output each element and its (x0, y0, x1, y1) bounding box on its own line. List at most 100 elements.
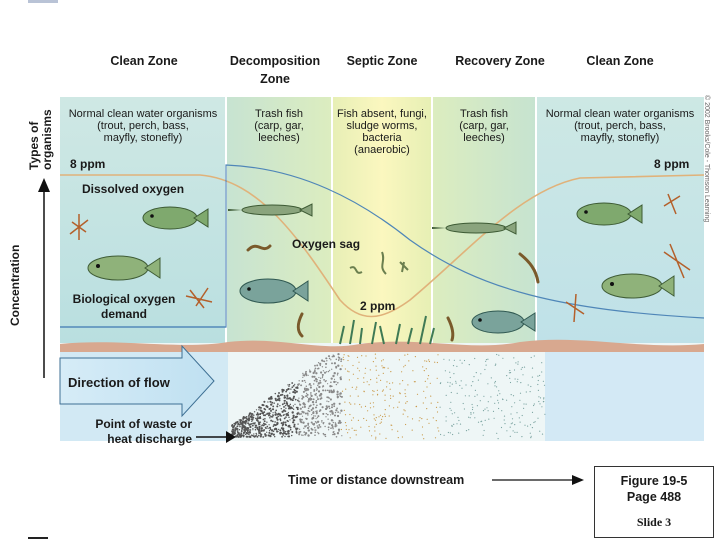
spray-dot (285, 416, 287, 418)
spray-dot (315, 415, 316, 416)
spray-dot (369, 384, 370, 385)
spray-dot (336, 425, 337, 426)
spray-dot (312, 407, 314, 409)
spray-dot (313, 376, 315, 378)
spray-dot (239, 434, 241, 436)
spray-dot (257, 416, 258, 417)
spray-dot (243, 425, 245, 427)
spray-dot (428, 423, 429, 424)
spray-dot (283, 389, 285, 391)
spray-dot (302, 435, 303, 436)
spray-dot (262, 412, 263, 413)
spray-dot (347, 432, 348, 433)
spray-dot (318, 377, 319, 378)
spray-dot (405, 365, 406, 366)
spray-dot (307, 375, 308, 376)
spray-dot (324, 372, 326, 374)
spray-dot (349, 414, 350, 415)
spray-dot (456, 366, 457, 367)
spray-dot (356, 387, 357, 388)
spray-dot (299, 429, 300, 430)
spray-dot (373, 414, 374, 415)
spray-dot (279, 432, 281, 434)
spray-dot (373, 361, 374, 362)
spray-dot (468, 417, 469, 418)
spray-dot (319, 403, 321, 405)
spray-dot (277, 416, 279, 418)
spray-dot (274, 421, 276, 423)
spray-dot (317, 398, 319, 400)
spray-dot (275, 410, 277, 412)
spray-dot (446, 395, 447, 396)
spray-dot (302, 403, 304, 405)
zone-decomposition-description: Trash fish (carp, gar, leeches) (226, 108, 332, 144)
spray-dot (298, 433, 300, 435)
spray-dot (450, 377, 451, 378)
spray-dot (241, 422, 243, 424)
desc-line: Trash fish (432, 108, 536, 120)
spray-dot (361, 406, 362, 407)
spray-dot (305, 371, 307, 373)
desc-line: (anaerobic) (330, 144, 434, 156)
spray-dot (328, 401, 329, 402)
spray-dot (537, 418, 538, 419)
spray-dot (277, 395, 279, 397)
spray-dot (277, 423, 279, 425)
spray-dot (526, 391, 527, 392)
spray-dot (321, 421, 322, 422)
spray-dot (245, 421, 247, 423)
spray-dot (250, 423, 251, 424)
spray-dot (539, 403, 540, 404)
spray-dot (274, 429, 275, 430)
spray-dot (521, 369, 522, 370)
spray-dot (423, 438, 424, 439)
spray-dot (266, 432, 267, 433)
spray-dot (299, 418, 301, 420)
spray-dot (283, 430, 284, 431)
spray-dot (440, 407, 441, 408)
spray-dot (543, 401, 544, 402)
spray-dot (293, 397, 295, 399)
spray-dot (376, 378, 377, 379)
spray-dot (363, 391, 364, 392)
spray-dot (312, 372, 314, 374)
spray-dot (370, 407, 371, 408)
spray-dot (282, 425, 283, 426)
spray-dot (257, 420, 259, 422)
spray-dot (313, 411, 315, 413)
spray-dot (389, 383, 390, 384)
spray-dot (375, 420, 376, 421)
spray-dot (511, 423, 512, 424)
spray-dot (365, 406, 366, 407)
spray-dot (287, 388, 289, 390)
spray-dot (249, 436, 251, 438)
spray-dot (313, 389, 315, 391)
spray-dot (328, 405, 330, 407)
spray-dot (407, 384, 408, 385)
spray-dot (325, 436, 327, 438)
spray-dot (279, 400, 281, 402)
spray-dot (399, 402, 400, 403)
spray-dot (291, 431, 293, 433)
spray-dot (314, 380, 316, 382)
types-label-line2: organisms (41, 109, 54, 170)
spray-dot (346, 429, 347, 430)
spray-dot (241, 429, 242, 430)
spray-dot (299, 404, 301, 406)
spray-dot (365, 355, 366, 356)
spray-dot (524, 425, 525, 426)
spray-dot (321, 394, 322, 395)
spray-dot (348, 356, 349, 357)
spray-dot (333, 433, 335, 435)
spray-dot (259, 428, 261, 430)
spray-dot (284, 402, 286, 404)
spray-dot (381, 419, 382, 420)
spray-dot (544, 385, 545, 386)
spray-dot (540, 397, 541, 398)
spray-dot (454, 412, 455, 413)
spray-dot (240, 419, 242, 421)
spray-dot (288, 417, 289, 418)
spray-dot (303, 431, 305, 433)
spray-dot (519, 417, 520, 418)
spray-dot (437, 402, 438, 403)
